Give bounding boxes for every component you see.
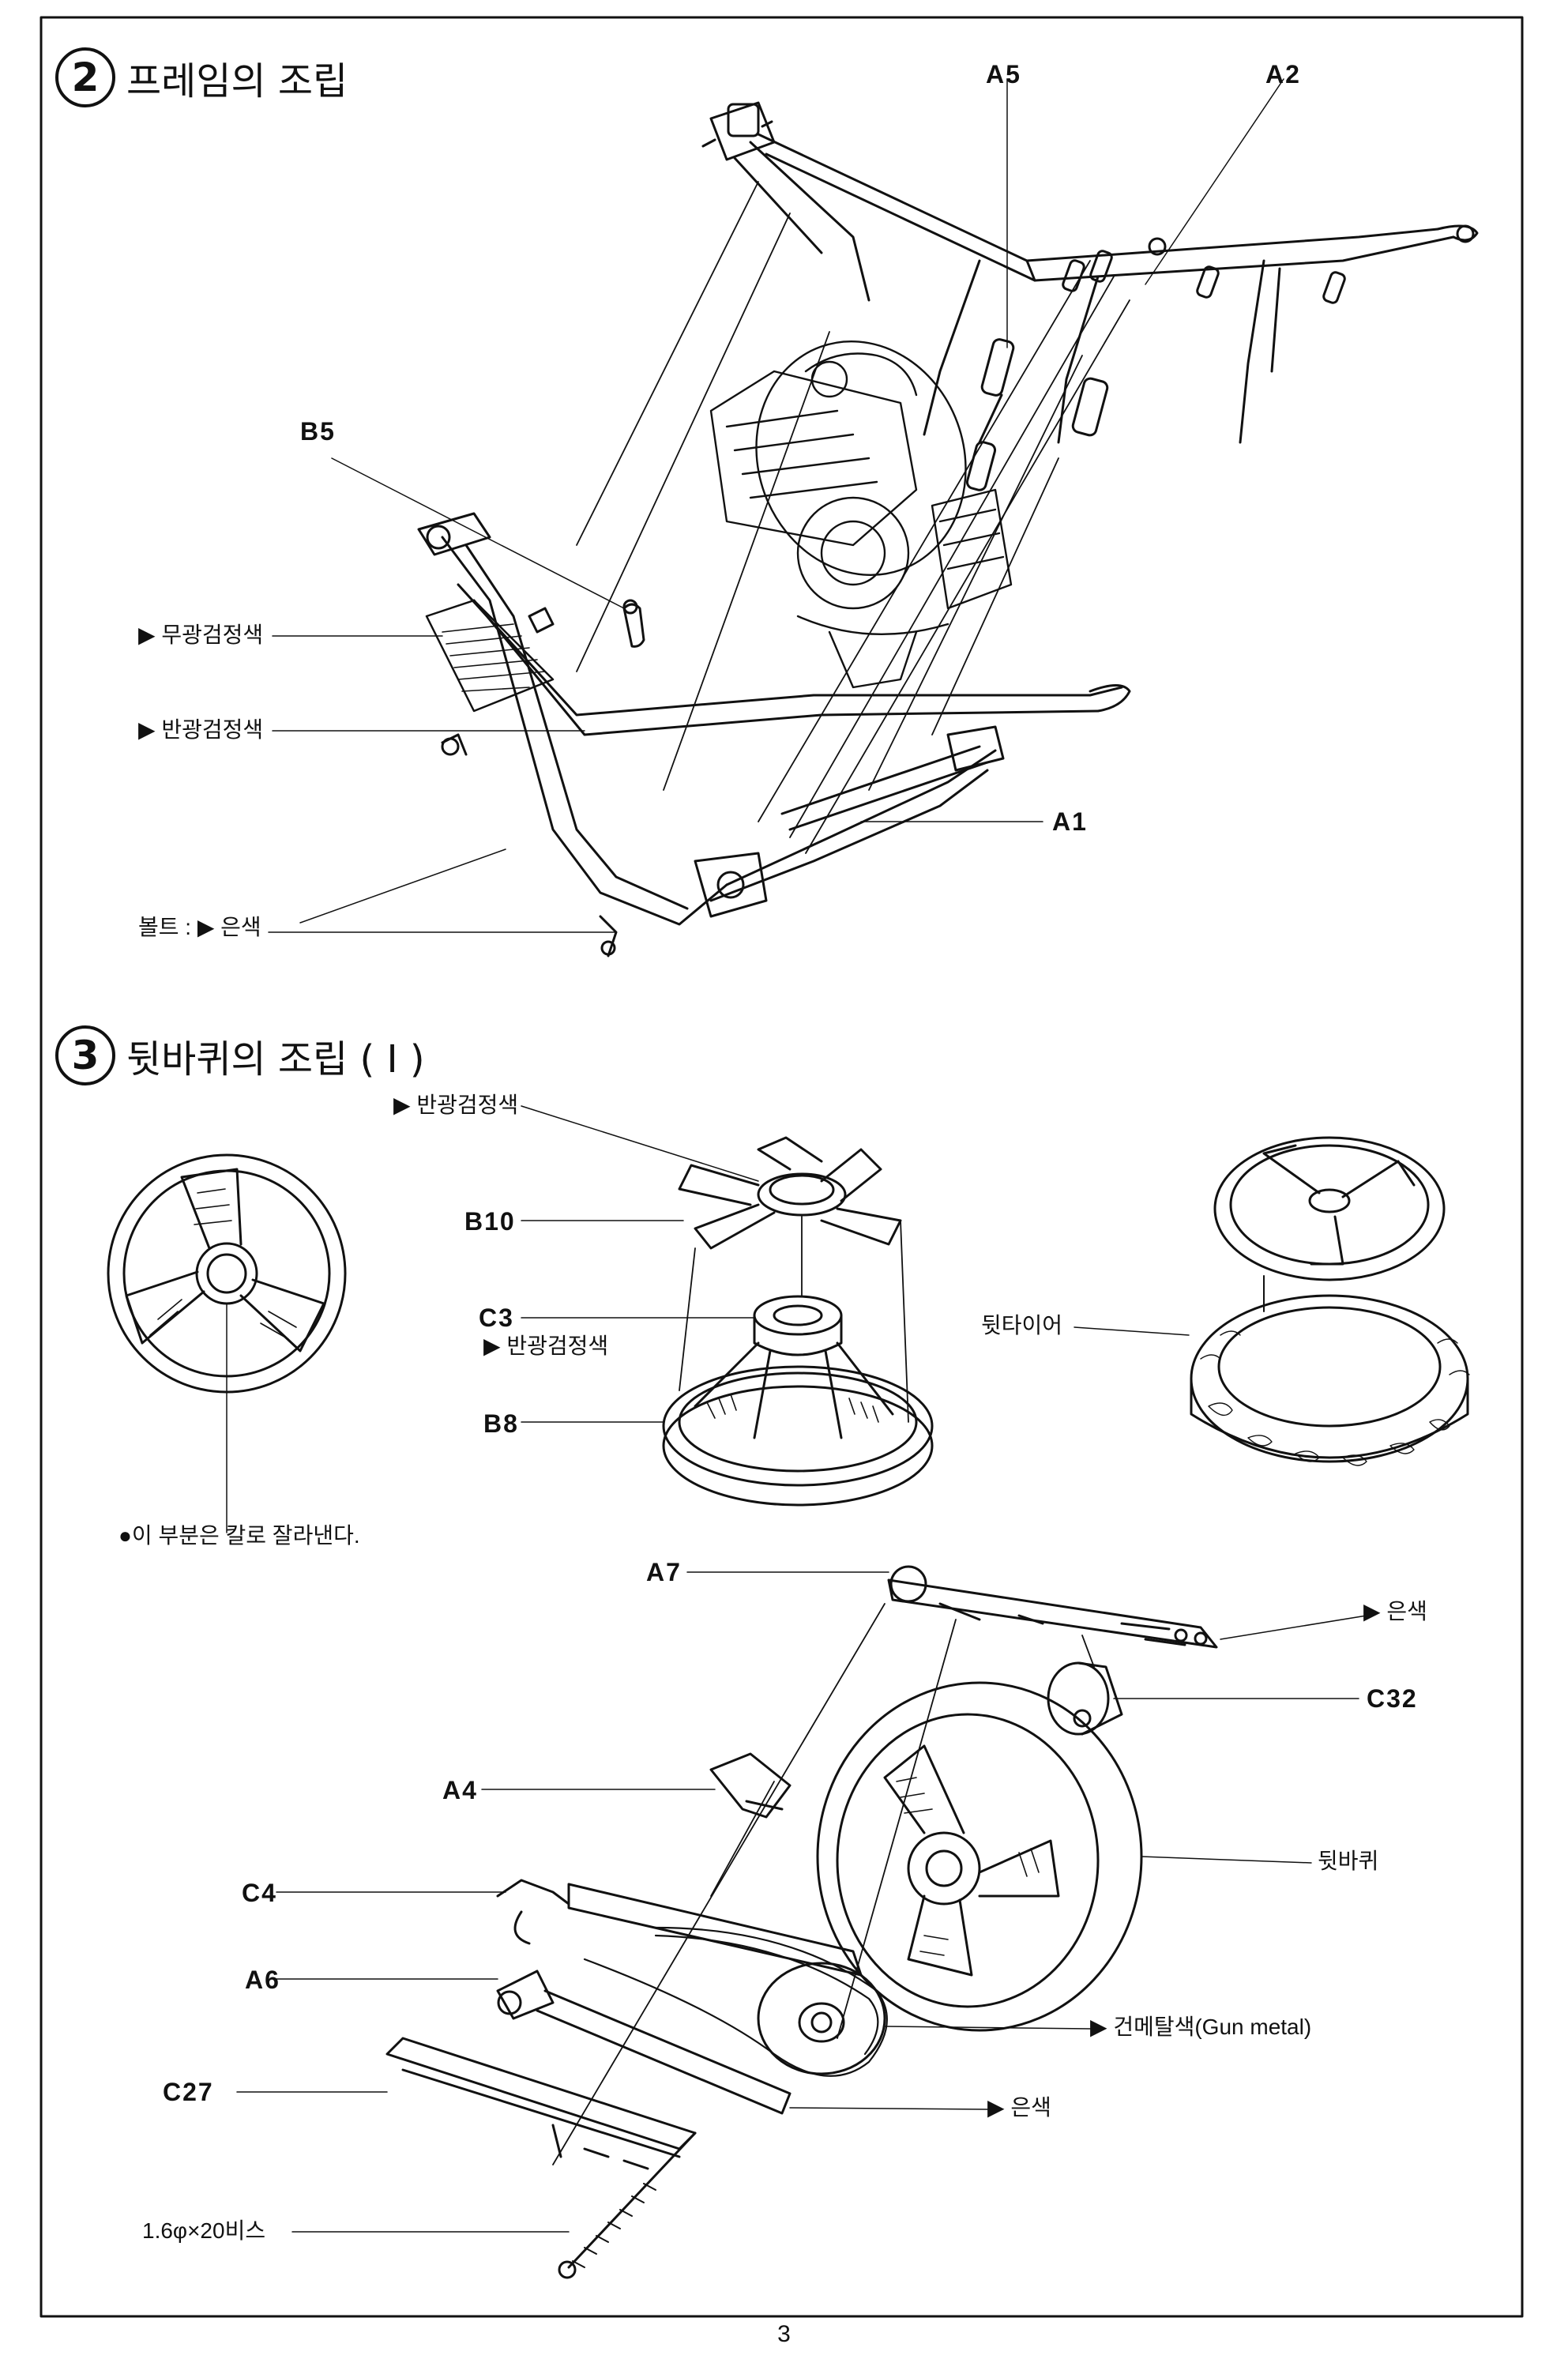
label-silver-2: ▶ 은색 [987,2095,1051,2120]
frame-leaders [268,78,1284,933]
label-c3: C3 [479,1304,514,1332]
label-a1: A1 [1052,807,1088,836]
wheel-halves [662,1136,934,1507]
label-screw: 1.6φ×20비스 [142,2218,266,2243]
section-2-number: 2 [55,47,115,107]
label-c4: C4 [242,1879,277,1907]
label-a6: A6 [245,1966,280,1994]
page-number: 3 [777,2321,791,2347]
page-border [39,16,1524,2318]
label-a7: A7 [646,1558,682,1586]
label-b5: B5 [300,417,336,446]
label-semi-gloss-black: ▶ 반광검정색 [138,717,264,742]
label-b10: B10 [464,1207,516,1236]
label-bolt-silver: 볼트 : ▶ 은색 [138,915,261,939]
label-matte-black: ▶ 무광검정색 [138,623,264,647]
rear-tire-drawing [1190,1136,1470,1466]
label-c32: C32 [1367,1684,1418,1713]
label-c3-color: ▶ 반광검정색 [483,1334,609,1358]
label-semi-gloss-black-top: ▶ 반광검정색 [393,1093,519,1117]
label-cut-note: ●이 부분은 칼로 잘라낸다. [118,1523,360,1548]
wheel-leaders [236,1105,1367,2233]
label-rear-wheel: 뒷바퀴 [1318,1849,1379,1873]
section-2-heading: 프레임의 조립 [126,59,348,103]
swingarm-drawing [385,1565,1218,2279]
label-a2: A2 [1265,60,1301,88]
label-a5: A5 [986,60,1021,88]
wheel-cut-detail [107,1153,347,1533]
label-a4: A4 [442,1776,478,1804]
frame-drawing [417,101,1479,958]
label-c27: C27 [163,2078,214,2106]
section-3-heading: 뒷바퀴의 조립 ( Ⅰ ) [126,1037,425,1082]
label-rear-tire: 뒷타이어 [981,1313,1063,1337]
label-b8: B8 [483,1409,519,1438]
section-3-title: 3 뒷바퀴의 조립 ( Ⅰ ) [55,1025,425,1085]
section-3-number: 3 [55,1025,115,1085]
label-silver-1: ▶ 은색 [1363,1599,1427,1623]
label-gun-metal: ▶ 건메탈색(Gun metal) [1090,2015,1312,2039]
section-2-title: 2 프레임의 조립 [55,47,348,107]
